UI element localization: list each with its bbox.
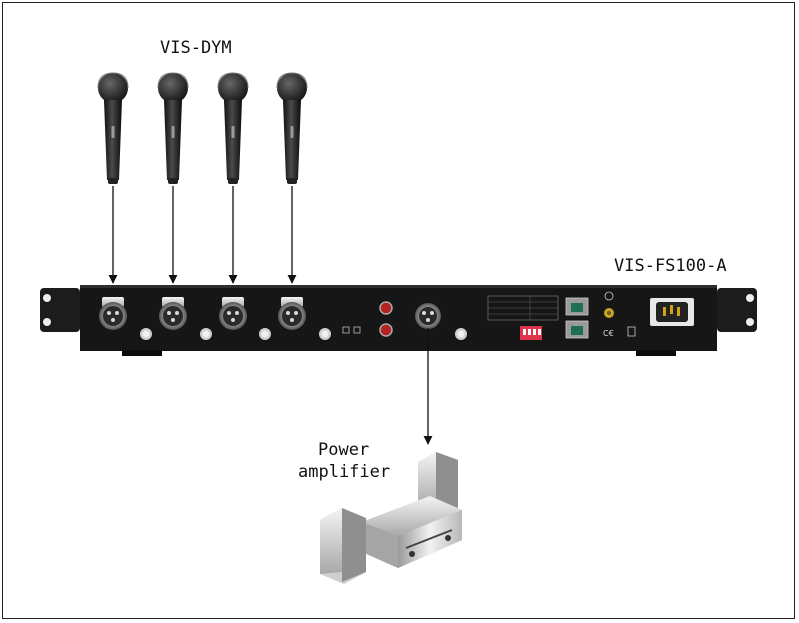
amplifier-label-line2: amplifier [298, 462, 391, 482]
microphone-1 [97, 72, 129, 185]
microphone-3 [217, 72, 249, 185]
svg-text:C€: C€ [603, 329, 614, 338]
amplifier-label-line1: Power [318, 440, 370, 460]
rack-device: C€ [40, 285, 757, 356]
microphone-2 [157, 72, 189, 185]
microphone-model-label: VIS-DYM [160, 38, 232, 58]
microphone-4 [276, 72, 308, 185]
device-model-label: VIS-FS100-A [614, 256, 727, 276]
power-amplifier-icon [320, 452, 462, 584]
